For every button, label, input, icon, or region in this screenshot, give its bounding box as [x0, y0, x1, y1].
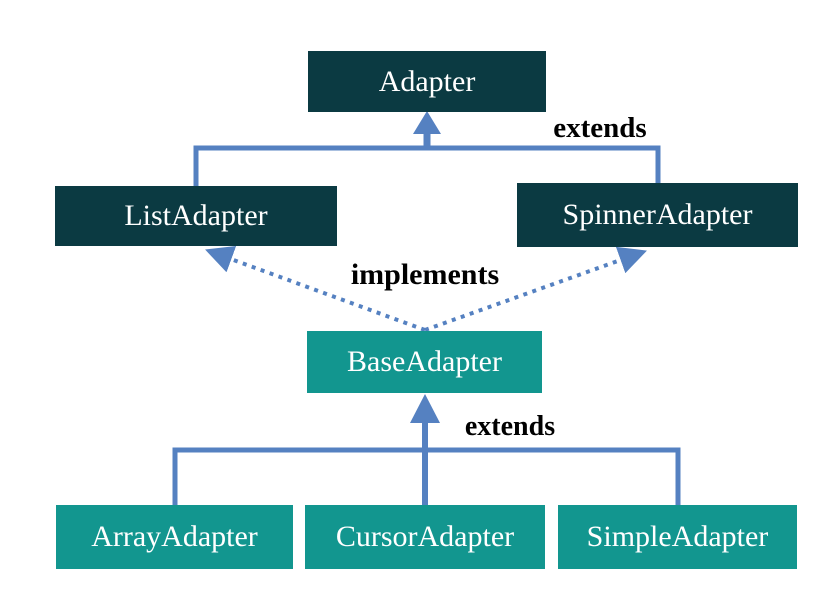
- node-spinner-adapter: SpinnerAdapter: [517, 183, 798, 247]
- node-adapter: Adapter: [308, 51, 546, 112]
- node-simple-adapter-label: SimpleAdapter: [586, 520, 769, 553]
- node-cursor-adapter: CursorAdapter: [305, 505, 545, 569]
- node-list-adapter: ListAdapter: [55, 186, 337, 246]
- node-base-adapter-label: BaseAdapter: [347, 345, 502, 378]
- node-array-adapter: ArrayAdapter: [56, 505, 293, 569]
- node-list-adapter-label: ListAdapter: [124, 199, 268, 232]
- edge-implements: [205, 246, 647, 332]
- node-spinner-adapter-label: SpinnerAdapter: [562, 198, 753, 231]
- node-cursor-adapter-label: CursorAdapter: [335, 520, 515, 553]
- edge-label-implements: implements: [350, 258, 500, 291]
- implements-arrow-right: [424, 246, 647, 332]
- edge-label-extends-bottom: extends: [464, 411, 556, 442]
- extends-top-arrowhead-icon: [413, 111, 441, 134]
- implements-arrow-left: [205, 246, 426, 332]
- edge-label-extends-top: extends: [553, 112, 647, 144]
- node-simple-adapter: SimpleAdapter: [558, 505, 797, 569]
- node-adapter-label: Adapter: [378, 64, 476, 98]
- edge-extends-top: [193, 111, 661, 188]
- node-array-adapter-label: ArrayAdapter: [91, 520, 258, 553]
- node-base-adapter: BaseAdapter: [307, 331, 542, 393]
- extends-bottom-arrowhead-icon: [410, 394, 440, 423]
- edge-extends-bottom: [172, 394, 681, 506]
